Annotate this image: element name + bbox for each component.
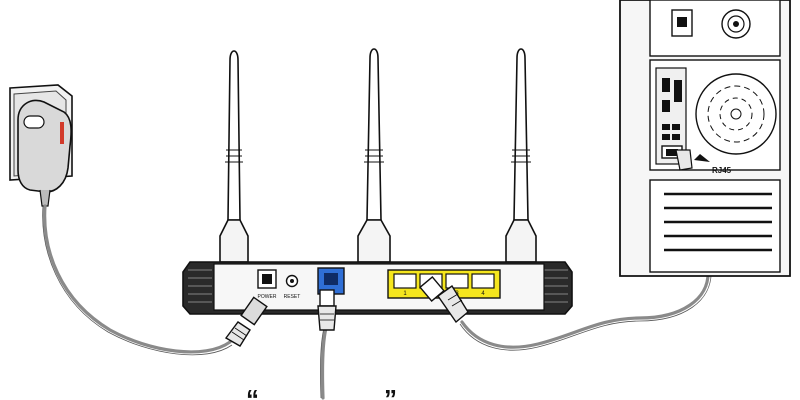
lan-number-4: 4 [481,291,485,297]
antenna-right-icon [505,48,537,263]
reset-label: RESET [284,294,301,300]
rj45-arrow-icon [694,154,710,162]
antenna-middle-icon [357,48,391,263]
router-body: POWER RESET 1 2 3 4 [182,261,573,315]
computer-tower-icon: RJ45 [619,0,791,277]
caption-open-quote: “ [246,384,259,400]
bottom-caption: “ ” [246,384,397,400]
power-cable [43,204,232,354]
wan-connector-icon [317,289,337,331]
wan-cable [320,326,328,400]
lan-port-3 [445,273,469,289]
power-port-label: POWER [258,294,277,300]
lan-number-1: 1 [403,291,407,297]
rj45-label: RJ45 [712,166,732,175]
power-adapter-icon [17,99,72,207]
lan-port-4 [471,273,495,289]
adapter-red-stripe [60,122,64,144]
lan-port-1 [393,273,417,289]
fan-icon [695,73,777,155]
computer-rj45-plug-icon [675,149,693,171]
lan-connector-icon [419,275,469,324]
caption-close-quote: ” [384,384,397,400]
power-connector-icon [224,296,268,347]
antenna-left-icon [219,50,249,263]
